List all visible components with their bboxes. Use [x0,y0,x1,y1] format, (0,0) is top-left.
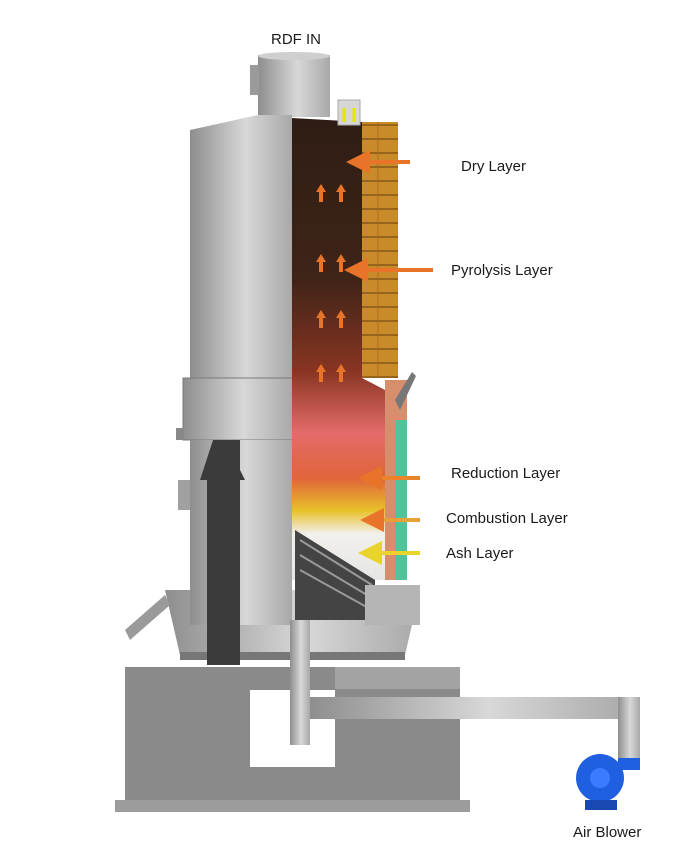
label-arrows [344,150,433,565]
ash-layer-label: Ash Layer [446,545,514,562]
gas-outlet-pipe [200,440,245,665]
rdf-in-label: RDF IN [271,31,321,48]
reduction-layer-label: Reduction Layer [451,465,561,482]
air-blower-icon [576,754,640,810]
reactor-shell [176,115,294,625]
pyrolysis-layer-label: Pyrolysis Layer [451,262,553,279]
air-supply-pipe [290,620,640,762]
combustion-layer-label: Combustion Layer [446,510,568,527]
reactor-core-cutaway [292,99,420,625]
gas-flow-arrows [316,184,346,382]
rdf-inlet [250,52,330,117]
dry-layer-label: Dry Layer [461,158,527,175]
air-blower-label: Air Blower [573,824,642,841]
